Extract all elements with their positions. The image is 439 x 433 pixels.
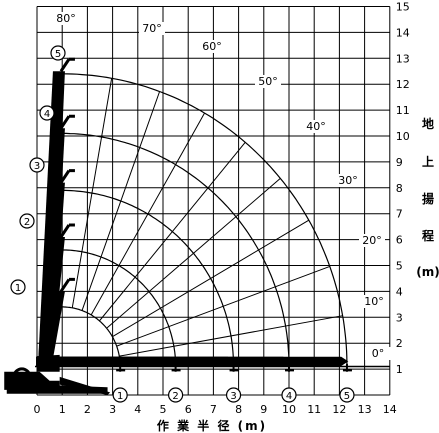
boom-stage-label: 2: [172, 391, 178, 402]
y-tick-label: 8: [396, 182, 403, 195]
angle-label: 10°: [364, 295, 384, 308]
boom-reach-arc: [62, 189, 235, 367]
x-tick-label: 14: [383, 403, 397, 416]
grid: [35, 6, 391, 396]
boom-reach-arc: [62, 306, 121, 367]
x-tick-label: 4: [134, 403, 141, 416]
boom-tip: [59, 114, 75, 130]
angle-label: 30°: [338, 174, 358, 187]
angle-label: 0°: [372, 347, 385, 360]
boom-raised: [38, 71, 65, 364]
boom-stage-marker-bottom: [281, 387, 297, 403]
truck-cab: [4, 371, 60, 390]
x-tick-label: 2: [84, 403, 91, 416]
boom-hook: [342, 363, 352, 372]
boom-stage-marker-left: [19, 213, 35, 229]
boom-stage-marker-bottom: [225, 387, 242, 403]
boom-tip: [59, 169, 75, 184]
boom-tip: [59, 223, 75, 238]
boom-stage-label: 5: [344, 391, 350, 402]
boom-stage-marker-left: [50, 45, 66, 61]
boom-horizontal: [36, 356, 349, 366]
boom-stage-label: 1: [117, 391, 123, 402]
boom-stage-label: 4: [44, 109, 50, 120]
boom-stage-label: 3: [34, 161, 40, 172]
x-tick-label: 10: [282, 403, 296, 416]
y-tick-label: 4: [396, 285, 403, 298]
boom-reach-arc: [62, 249, 177, 367]
angle-label: 80°: [56, 12, 76, 25]
boom-stage-marker-bottom: [168, 387, 184, 403]
x-tick-label: 11: [307, 403, 321, 416]
x-tick-label: 6: [185, 403, 192, 416]
boom-stage-marker-bottom: [339, 387, 355, 403]
angle-label-bg: [255, 75, 281, 88]
boom-reach-arc: [62, 73, 348, 367]
y-axis-label-char: 揚: [422, 191, 434, 206]
y-tick-label: 6: [396, 234, 403, 247]
y-tick-label: 13: [396, 52, 410, 65]
boom-tip: [59, 277, 75, 293]
x-tick-label: 12: [332, 403, 346, 416]
angle-label: 50°: [258, 75, 278, 88]
y-tick-label: 7: [396, 208, 403, 221]
y-axis-label-char: 程: [422, 228, 434, 243]
y-tick-label: 11: [396, 104, 410, 117]
boom-stage-label: 2: [24, 217, 30, 228]
boom-stage-label: 1: [15, 283, 21, 294]
y-tick-label: 3: [396, 311, 403, 324]
boom-tip: [59, 57, 75, 73]
y-tick-label: 15: [396, 1, 410, 14]
x-tick-label: 5: [160, 403, 167, 416]
angle-label-bg: [365, 347, 391, 360]
boom-stage-marker-left: [10, 279, 26, 295]
x-tick-label: 8: [235, 403, 242, 416]
boom-stage-label: 3: [230, 391, 236, 402]
angle-label: 60°: [202, 40, 222, 53]
angle-label: 40°: [306, 120, 326, 133]
boom-reach-arc: [62, 132, 290, 367]
angle-label-bg: [359, 234, 385, 247]
angle-label-bg: [361, 295, 387, 308]
x-axis-label: 作 業 半 径 (m): [157, 418, 267, 433]
y-tick-label: 12: [396, 78, 410, 91]
x-tick-label: 0: [34, 403, 41, 416]
x-tick-label: 9: [260, 403, 267, 416]
y-tick-label: 1: [396, 363, 403, 376]
x-tick-label: 3: [109, 403, 116, 416]
angle-label-bg: [139, 22, 165, 35]
angle-label-bg: [335, 174, 361, 187]
x-tick-label: 1: [59, 403, 66, 416]
crane-outline: [4, 57, 352, 395]
angle-label-bg: [199, 40, 225, 53]
truck-wheel: [12, 367, 32, 387]
boom-stage-marker-left: [39, 105, 55, 121]
y-axis-label-char: (m): [416, 265, 439, 279]
y-tick-label: 9: [396, 156, 403, 169]
angle-label-bg: [53, 12, 79, 25]
angle-label: 20°: [362, 234, 382, 247]
boom-stowed: [59, 376, 111, 395]
boom-stage-label: 5: [55, 49, 61, 60]
boom-stage-marker-left: [29, 157, 45, 173]
boom-stage-label: 4: [286, 391, 292, 402]
y-tick-label: 5: [396, 260, 403, 273]
boom-stage-marker-bottom: [112, 387, 128, 403]
y-tick-label: 14: [396, 26, 410, 39]
x-tick-label: 13: [358, 403, 372, 416]
x-tick-label: 7: [210, 403, 217, 416]
angle-label: 70°: [142, 22, 162, 35]
y-tick-label: 10: [396, 130, 410, 143]
y-axis-label-char: 地: [422, 116, 434, 131]
working-range-curves: [62, 73, 348, 368]
y-axis-label-char: 上: [422, 154, 434, 169]
angle-label-bg: [303, 120, 329, 133]
y-tick-label: 2: [396, 337, 403, 350]
